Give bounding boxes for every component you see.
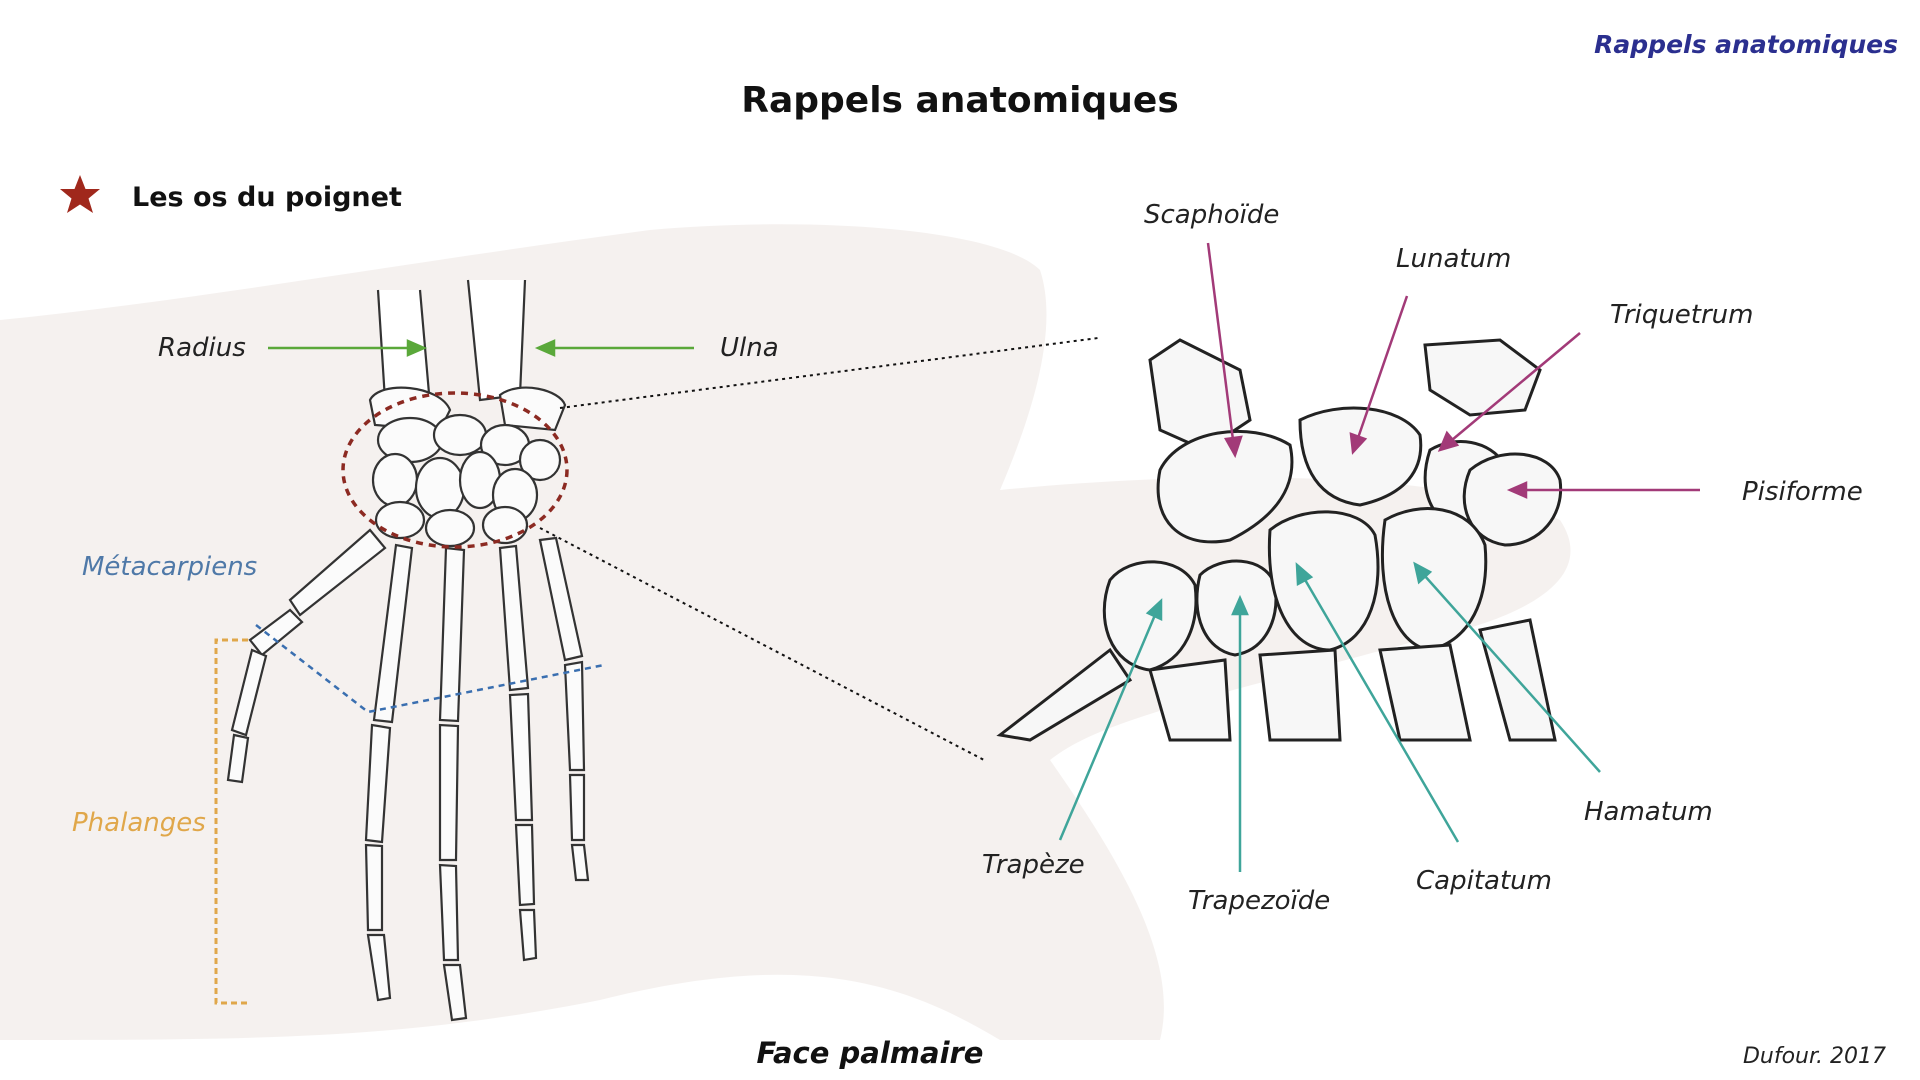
label-ulna: Ulna: [720, 333, 779, 363]
hamatum-arrow: [1413, 561, 1601, 773]
trapezoide-arrow: [1231, 594, 1249, 872]
corner-section-title: Rappels anatomiques: [1594, 30, 1898, 59]
lunatum-arrow: [1349, 295, 1409, 455]
figure-caption: Face palmaire: [756, 1036, 984, 1070]
scaphoide-arrow: [1206, 242, 1243, 459]
section-heading: Les os du poignet: [132, 182, 402, 213]
capitatum-arrow: [1295, 562, 1460, 843]
page-title: Rappels anatomiques: [741, 80, 1179, 121]
phalanges-bracket: [214, 638, 248, 1005]
carpus-highlight-circle: [341, 391, 569, 549]
label-hamatum: Hamatum: [1584, 797, 1713, 827]
label-radius: Radius: [158, 333, 246, 363]
label-metacarpiens: Métacarpiens: [82, 552, 258, 582]
triquetrum-arrow: [1437, 332, 1581, 452]
radius-arrow: [268, 339, 428, 357]
star-icon: [60, 175, 100, 213]
hand-skeleton: [226, 279, 590, 1022]
ulna-arrow: [534, 339, 694, 357]
source-credit: Dufour. 2017: [1742, 1044, 1886, 1069]
label-phalanges: Phalanges: [72, 808, 206, 838]
label-capitatum: Capitatum: [1416, 866, 1552, 896]
trapeze-arrow: [1058, 598, 1163, 841]
label-pisiforme: Pisiforme: [1742, 477, 1863, 507]
pisiforme-arrow: [1506, 481, 1700, 499]
label-triquetrum: Triquetrum: [1610, 300, 1754, 330]
label-trapezoide: Trapezoïde: [1188, 886, 1331, 916]
label-lunatum: Lunatum: [1396, 244, 1512, 274]
label-scaphoide: Scaphoïde: [1144, 200, 1280, 230]
label-trapeze: Trapèze: [982, 850, 1085, 880]
metacarpal-boundary-line: [255, 624, 605, 714]
